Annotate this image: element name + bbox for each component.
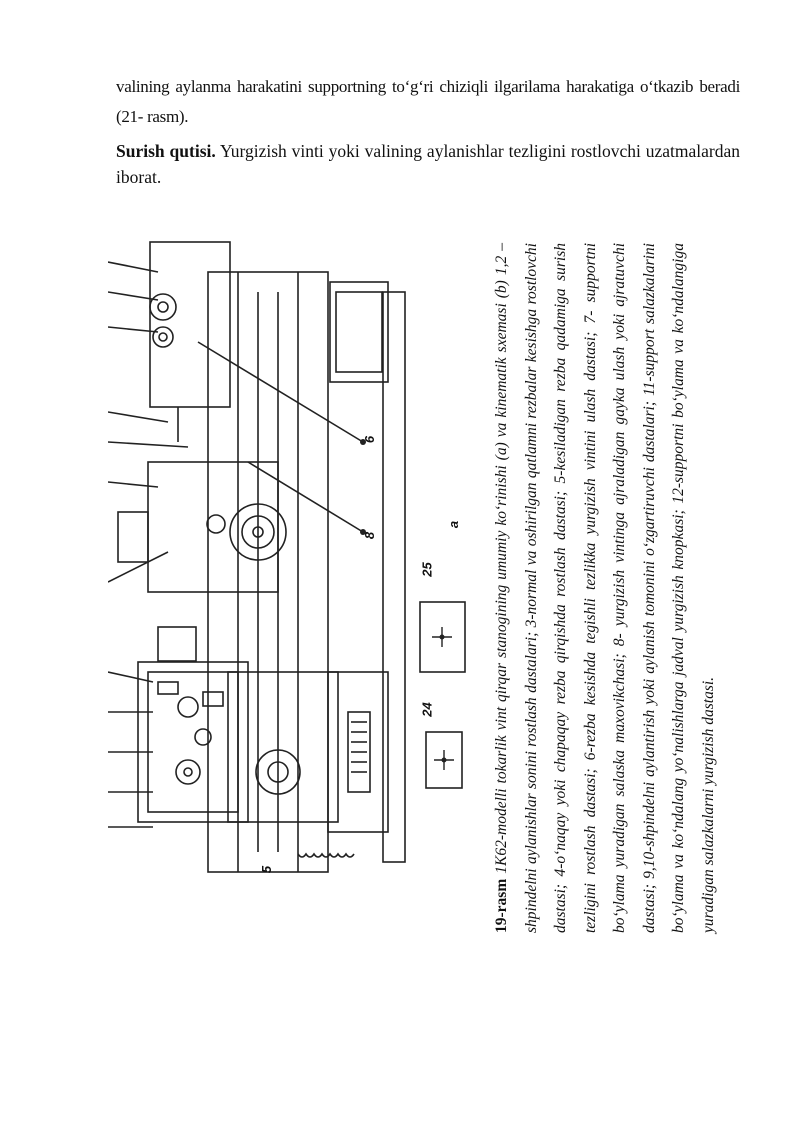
figure-caption: 19-rasm 1K62-modelli tokarlik vint qirqa… (487, 243, 723, 933)
pedestal-bottom (327, 671, 389, 833)
figure-label-6: 6 (362, 435, 378, 444)
body-paragraph-2: Surish qutisi. Yurgizish vinti yoki vali… (116, 138, 740, 190)
caption-text: 1K62-modelli tokarlik vint qirqar stanog… (493, 243, 717, 933)
body-paragraph-1: valining aylanma harakatini supportning … (116, 77, 740, 126)
quick-change-gearbox (227, 671, 339, 823)
figure-label-a: a (446, 520, 462, 529)
figure-label-5: 5 (259, 865, 275, 874)
lathe-bed (207, 271, 329, 873)
section-text: Yurgizish vinti yoki valining aylanishla… (116, 141, 740, 187)
handwheel (229, 503, 287, 561)
figure-label-25: 25 (419, 562, 435, 577)
headstock (137, 661, 249, 823)
figure-label-8: 8 (362, 531, 378, 540)
schematic-part-25 (419, 601, 466, 673)
figure-caption-container: 19-rasm 1K62-modelli tokarlik vint qirqa… (493, 230, 717, 933)
lathe-drawing-svg (108, 241, 466, 873)
lathe-drawing: 6 8 a 25 24 5 (108, 232, 500, 922)
caption-lead: 19-rasm (493, 878, 510, 933)
schematic-part-24 (425, 731, 463, 789)
figure-label-24: 24 (419, 702, 435, 717)
motor (157, 626, 197, 662)
tailstock (149, 241, 231, 408)
pedestal-top (329, 281, 389, 383)
section-heading: Surish qutisi. (116, 141, 216, 161)
